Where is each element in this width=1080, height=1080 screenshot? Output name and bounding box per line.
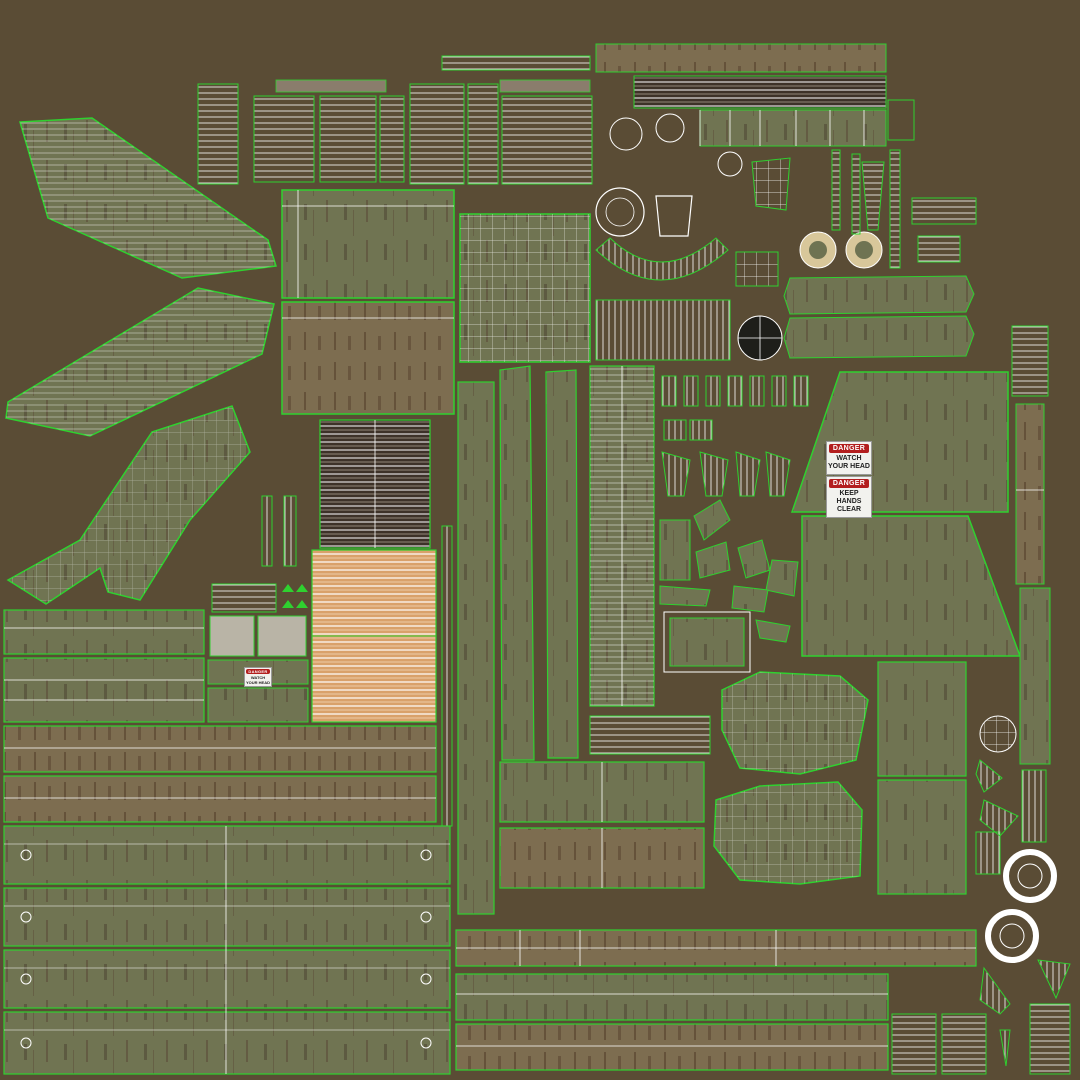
round-fittings [595, 113, 883, 361]
wing-shell-middle [5, 287, 275, 437]
sign-header: DANGER [829, 444, 869, 453]
right-trapezoid-plate-bottom [801, 515, 1022, 657]
top-right-fittings [655, 99, 977, 287]
center-bottom-plates [499, 715, 711, 889]
sign-line-2: CLEAR [836, 506, 862, 513]
small-strip-cluster [197, 55, 593, 185]
right-square-panels [877, 661, 967, 895]
hatch-panel-bottom [281, 301, 455, 415]
fan-arc-part [595, 237, 731, 361]
top-beam-strips [595, 43, 887, 147]
left-long-planks [3, 609, 437, 823]
danger-sign-small: DANGER WATCH YOUR HEAD [244, 667, 272, 687]
small-bracket-row [661, 375, 809, 497]
curved-shell-lower [713, 781, 863, 885]
bottom-long-rails [455, 929, 1011, 1075]
sign-line-1: KEEP HANDS [836, 490, 862, 505]
ribbed-vent-block [319, 419, 431, 549]
bottom-left-deck-plates [3, 825, 451, 1075]
bent-duct-shell [6, 405, 251, 605]
sign-line-2: YOUR HEAD [245, 680, 270, 685]
danger-sign-keep-hands-clear: DANGER KEEP HANDS CLEAR [826, 476, 872, 518]
right-trapezoid-plate-top [790, 371, 1009, 513]
sign-header: DANGER [829, 479, 869, 488]
sign-line-1: WATCH [250, 675, 266, 680]
sign-line-1: WATCH [836, 455, 862, 462]
wheel-rings [975, 715, 1071, 1015]
i-beam-sections [783, 275, 975, 359]
hatch-panel-top [281, 189, 455, 299]
right-edge-strips [975, 325, 1071, 1075]
curved-shell-upper [721, 671, 869, 775]
sign-header: DANGER [246, 669, 270, 674]
orange-stripe-panel [311, 549, 437, 723]
danger-sign-watch-head: DANGER WATCH YOUR HEAD [826, 441, 872, 475]
grid-deck-panel [459, 213, 591, 363]
bent-pipe-pieces [659, 499, 799, 673]
vertical-column-strips [441, 365, 655, 915]
wing-shell-top [19, 117, 277, 279]
sign-line-2: YOUR HEAD [827, 463, 870, 470]
small-rail-pieces [207, 495, 309, 723]
